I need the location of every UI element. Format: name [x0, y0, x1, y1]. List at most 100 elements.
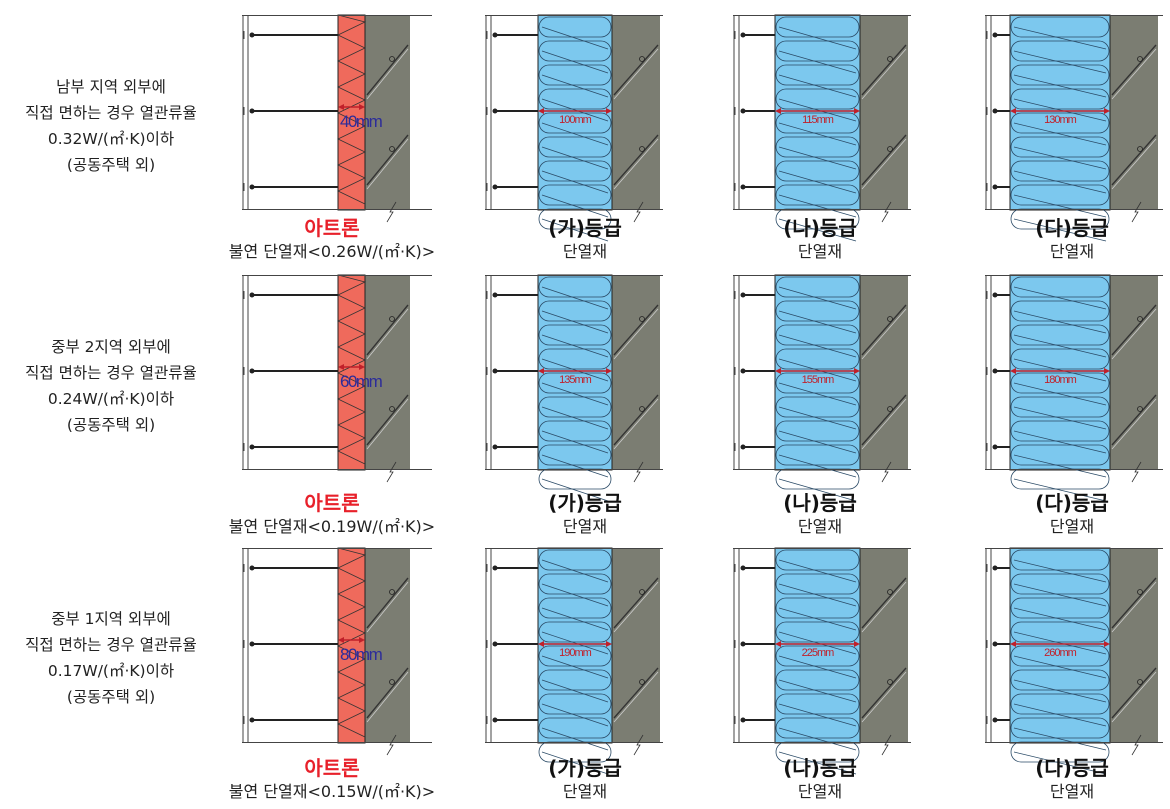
wall-anchor-line	[613, 134, 659, 186]
thickness-label: 130mm	[1044, 114, 1077, 126]
section-caption: (가)등급 단열재	[455, 491, 715, 539]
insulation-loop	[1010, 88, 1110, 110]
break-symbol	[633, 201, 644, 223]
thickness-label: 115mm	[802, 114, 834, 126]
requirement-line: (공동주택 외)	[66, 688, 156, 706]
insulation-loop	[538, 276, 612, 298]
requirement-line: 0.24W/(㎡·K)이하	[47, 390, 175, 408]
thickness-label: 180mm	[1044, 374, 1077, 386]
wall-anchor-line	[613, 394, 659, 446]
break-symbol	[386, 201, 397, 223]
wall-anchor-line	[366, 134, 409, 186]
insulation-loop	[1010, 300, 1110, 322]
wall-anchor-line	[613, 44, 659, 96]
concrete-wall	[612, 275, 660, 470]
insulation-loop	[538, 396, 612, 418]
grade-wall-section: 260mm	[985, 547, 1163, 775]
insulation-loop	[1010, 444, 1110, 466]
insulation-loop	[538, 468, 612, 490]
insulation-loop	[538, 16, 612, 38]
material-desc: 단열재	[562, 242, 608, 261]
thickness-label: 135mm	[559, 374, 592, 386]
thickness-label: 60mm	[340, 372, 383, 391]
thickness-label: 190mm	[559, 647, 592, 659]
insulation-loop	[1010, 396, 1110, 418]
grade-wall-section: 115mm	[733, 14, 911, 242]
wall-anchor-line	[366, 577, 409, 629]
concrete-wall	[860, 15, 908, 210]
requirement-line: (공동주택 외)	[66, 416, 156, 434]
insulation-loop	[775, 444, 860, 466]
wall-anchor-line	[1111, 44, 1157, 96]
section-caption: (나)등급 단열재	[690, 756, 950, 804]
insulation-loop	[538, 420, 612, 442]
wall-anchor-line	[613, 667, 659, 719]
insulation-layer	[1009, 547, 1111, 744]
insulation-layer	[537, 547, 613, 744]
insulation-loop	[775, 573, 860, 595]
section-caption: 아트론 불연 단열재<0.15W/(㎡·K)>	[202, 756, 462, 804]
break-symbol	[881, 201, 892, 223]
section-caption: 아트론 불연 단열재<0.26W/(㎡·K)>	[202, 216, 462, 264]
requirement-line: 중부 1지역 외부에	[51, 610, 171, 628]
material-name: (가)등급	[548, 491, 622, 515]
artron-wall-section: 40mm	[242, 14, 432, 228]
insulation-loop	[1010, 645, 1110, 667]
material-desc: 불연 단열재<0.19W/(㎡·K)>	[228, 517, 436, 536]
insulation-loop	[775, 372, 860, 394]
insulation-layer	[537, 14, 613, 211]
requirement-line: 직접 면하는 경우 열관류율	[25, 104, 197, 122]
wall-anchor-line	[861, 577, 907, 629]
insulation-loop	[775, 645, 860, 667]
section-caption: (나)등급 단열재	[690, 216, 950, 264]
concrete-wall	[860, 275, 908, 470]
material-name: 아트론	[304, 216, 360, 240]
insulation-loop	[775, 300, 860, 322]
material-name: (나)등급	[783, 756, 857, 780]
wall-anchor-line	[1111, 577, 1157, 629]
insulation-loop	[538, 184, 612, 206]
break-symbol	[881, 734, 892, 756]
insulation-loop	[1010, 324, 1110, 346]
material-name: (가)등급	[548, 216, 622, 240]
grade-wall-section: 155mm	[733, 274, 911, 502]
thickness-label: 225mm	[802, 647, 835, 659]
insulation-loop	[1010, 669, 1110, 691]
insulation-loop	[1010, 112, 1110, 134]
wall-anchor-line	[1111, 394, 1157, 446]
wall-anchor-line	[1111, 304, 1157, 356]
insulation-loop	[775, 693, 860, 715]
break-symbol	[386, 461, 397, 483]
insulation-loop	[775, 276, 860, 298]
insulation-loop	[538, 645, 612, 667]
insulation-loop	[1010, 276, 1110, 298]
insulation-layer	[337, 547, 366, 744]
concrete-wall	[612, 15, 660, 210]
thickness-label: 40mm	[340, 112, 383, 131]
thickness-label: 155mm	[802, 374, 835, 386]
material-name: (나)등급	[783, 491, 857, 515]
break-symbol	[633, 734, 644, 756]
break-symbol	[881, 461, 892, 483]
insulation-loop	[538, 597, 612, 619]
insulation-loop	[775, 420, 860, 442]
insulation-loop	[775, 396, 860, 418]
material-desc: 단열재	[1049, 517, 1095, 536]
wall-anchor-line	[613, 304, 659, 356]
thickness-label: 100mm	[559, 114, 592, 126]
section-caption: (가)등급 단열재	[455, 216, 715, 264]
insulation-loop	[1010, 573, 1110, 595]
insulation-loop	[775, 112, 860, 134]
material-desc: 단열재	[797, 517, 843, 536]
requirement-line: 직접 면하는 경우 열관류율	[25, 636, 197, 654]
insulation-loop	[538, 372, 612, 394]
insulation-layer	[337, 14, 366, 211]
insulation-loop	[538, 64, 612, 86]
wall-anchor-line	[861, 304, 907, 356]
material-name: 아트론	[304, 756, 360, 780]
insulation-loop	[1010, 621, 1110, 643]
material-desc: 단열재	[562, 782, 608, 801]
insulation-layer	[774, 14, 861, 211]
insulation-loop	[775, 160, 860, 182]
